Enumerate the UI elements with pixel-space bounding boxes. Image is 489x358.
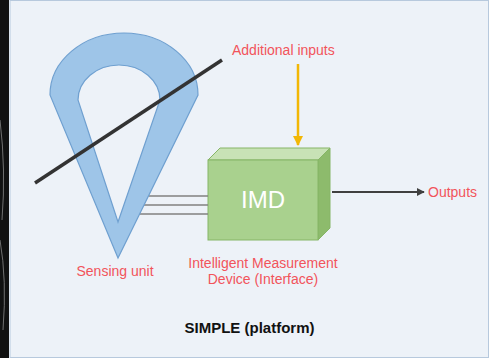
panel: [10, 1, 489, 358]
node-caption: Intelligent Measurement Device (Interfac…: [173, 255, 353, 287]
input-arrow: [297, 64, 300, 145]
sensing-unit: Sensing unit: [40, 30, 205, 285]
left-strip: [0, 0, 9, 358]
output-label: Outputs: [428, 184, 477, 200]
strip-lines: [0, 120, 4, 330]
sensing-unit-outline: [50, 33, 198, 258]
signal-wire: [144, 204, 208, 205]
imd-box: IMDIntelligent Measurement Device (Inter…: [208, 160, 318, 240]
imd-box-3d: [208, 148, 330, 240]
node-title: IMD: [208, 186, 318, 214]
input-label: Additional inputs: [232, 42, 335, 58]
signal-wire: [148, 195, 208, 196]
output-arrow: [332, 191, 424, 193]
caption: SIMPLE (platform): [10, 319, 489, 336]
box-side: [318, 148, 330, 240]
sensing-unit-shape: [40, 30, 205, 285]
box-front: [208, 160, 318, 240]
node-label: Sensing unit: [40, 263, 190, 279]
signal-wire: [140, 213, 208, 214]
box-top: [208, 148, 330, 160]
cable-line: [35, 60, 222, 183]
